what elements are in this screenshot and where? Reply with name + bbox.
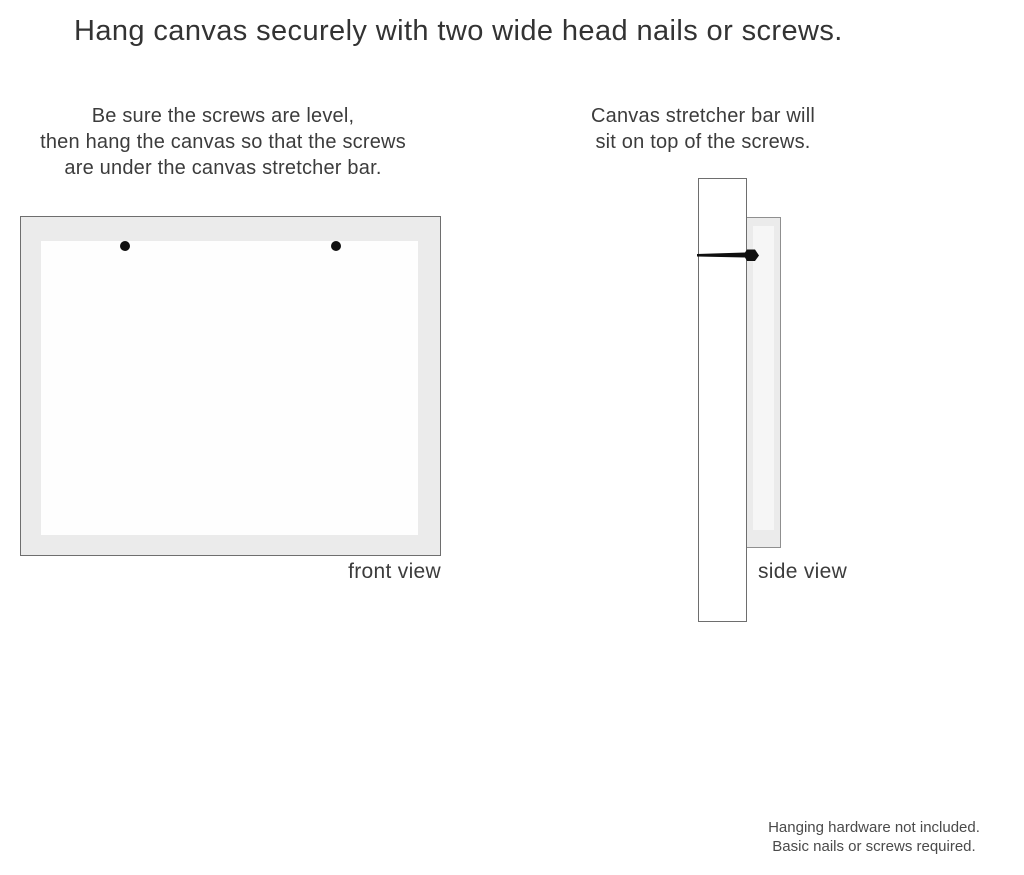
instruction-line: are under the canvas stretcher bar. <box>64 157 382 179</box>
front-view-instruction: Be sure the screws are level, then hang … <box>23 103 423 181</box>
instruction-line: Canvas stretcher bar will <box>591 105 815 127</box>
instruction-line: then hang the canvas so that the screws <box>40 131 406 153</box>
instruction-line: Be sure the screws are level, <box>91 105 355 127</box>
canvas-side-inner-face <box>753 226 774 530</box>
canvas-face-front <box>41 241 418 535</box>
side-view-label: side view <box>758 560 848 583</box>
front-view-diagram <box>20 216 441 556</box>
nail-shape <box>697 249 759 261</box>
stretcher-bar-side <box>698 178 747 622</box>
nail-icon <box>697 249 759 261</box>
hardware-footnote: Hanging hardware not included. Basic nai… <box>734 818 1014 856</box>
footnote-line: Basic nails or screws required. <box>772 838 976 855</box>
page-title: Hang canvas securely with two wide head … <box>74 15 843 47</box>
instruction-line: sit on top of the screws. <box>595 131 811 153</box>
footnote-line: Hanging hardware not included. <box>768 819 980 836</box>
nail-head-dot-icon <box>331 241 341 251</box>
canvas-side-profile <box>745 217 781 548</box>
nail-head-dot-icon <box>120 241 130 251</box>
front-view-label: front view <box>348 560 441 583</box>
side-view-instruction: Canvas stretcher bar will sit on top of … <box>553 103 853 155</box>
